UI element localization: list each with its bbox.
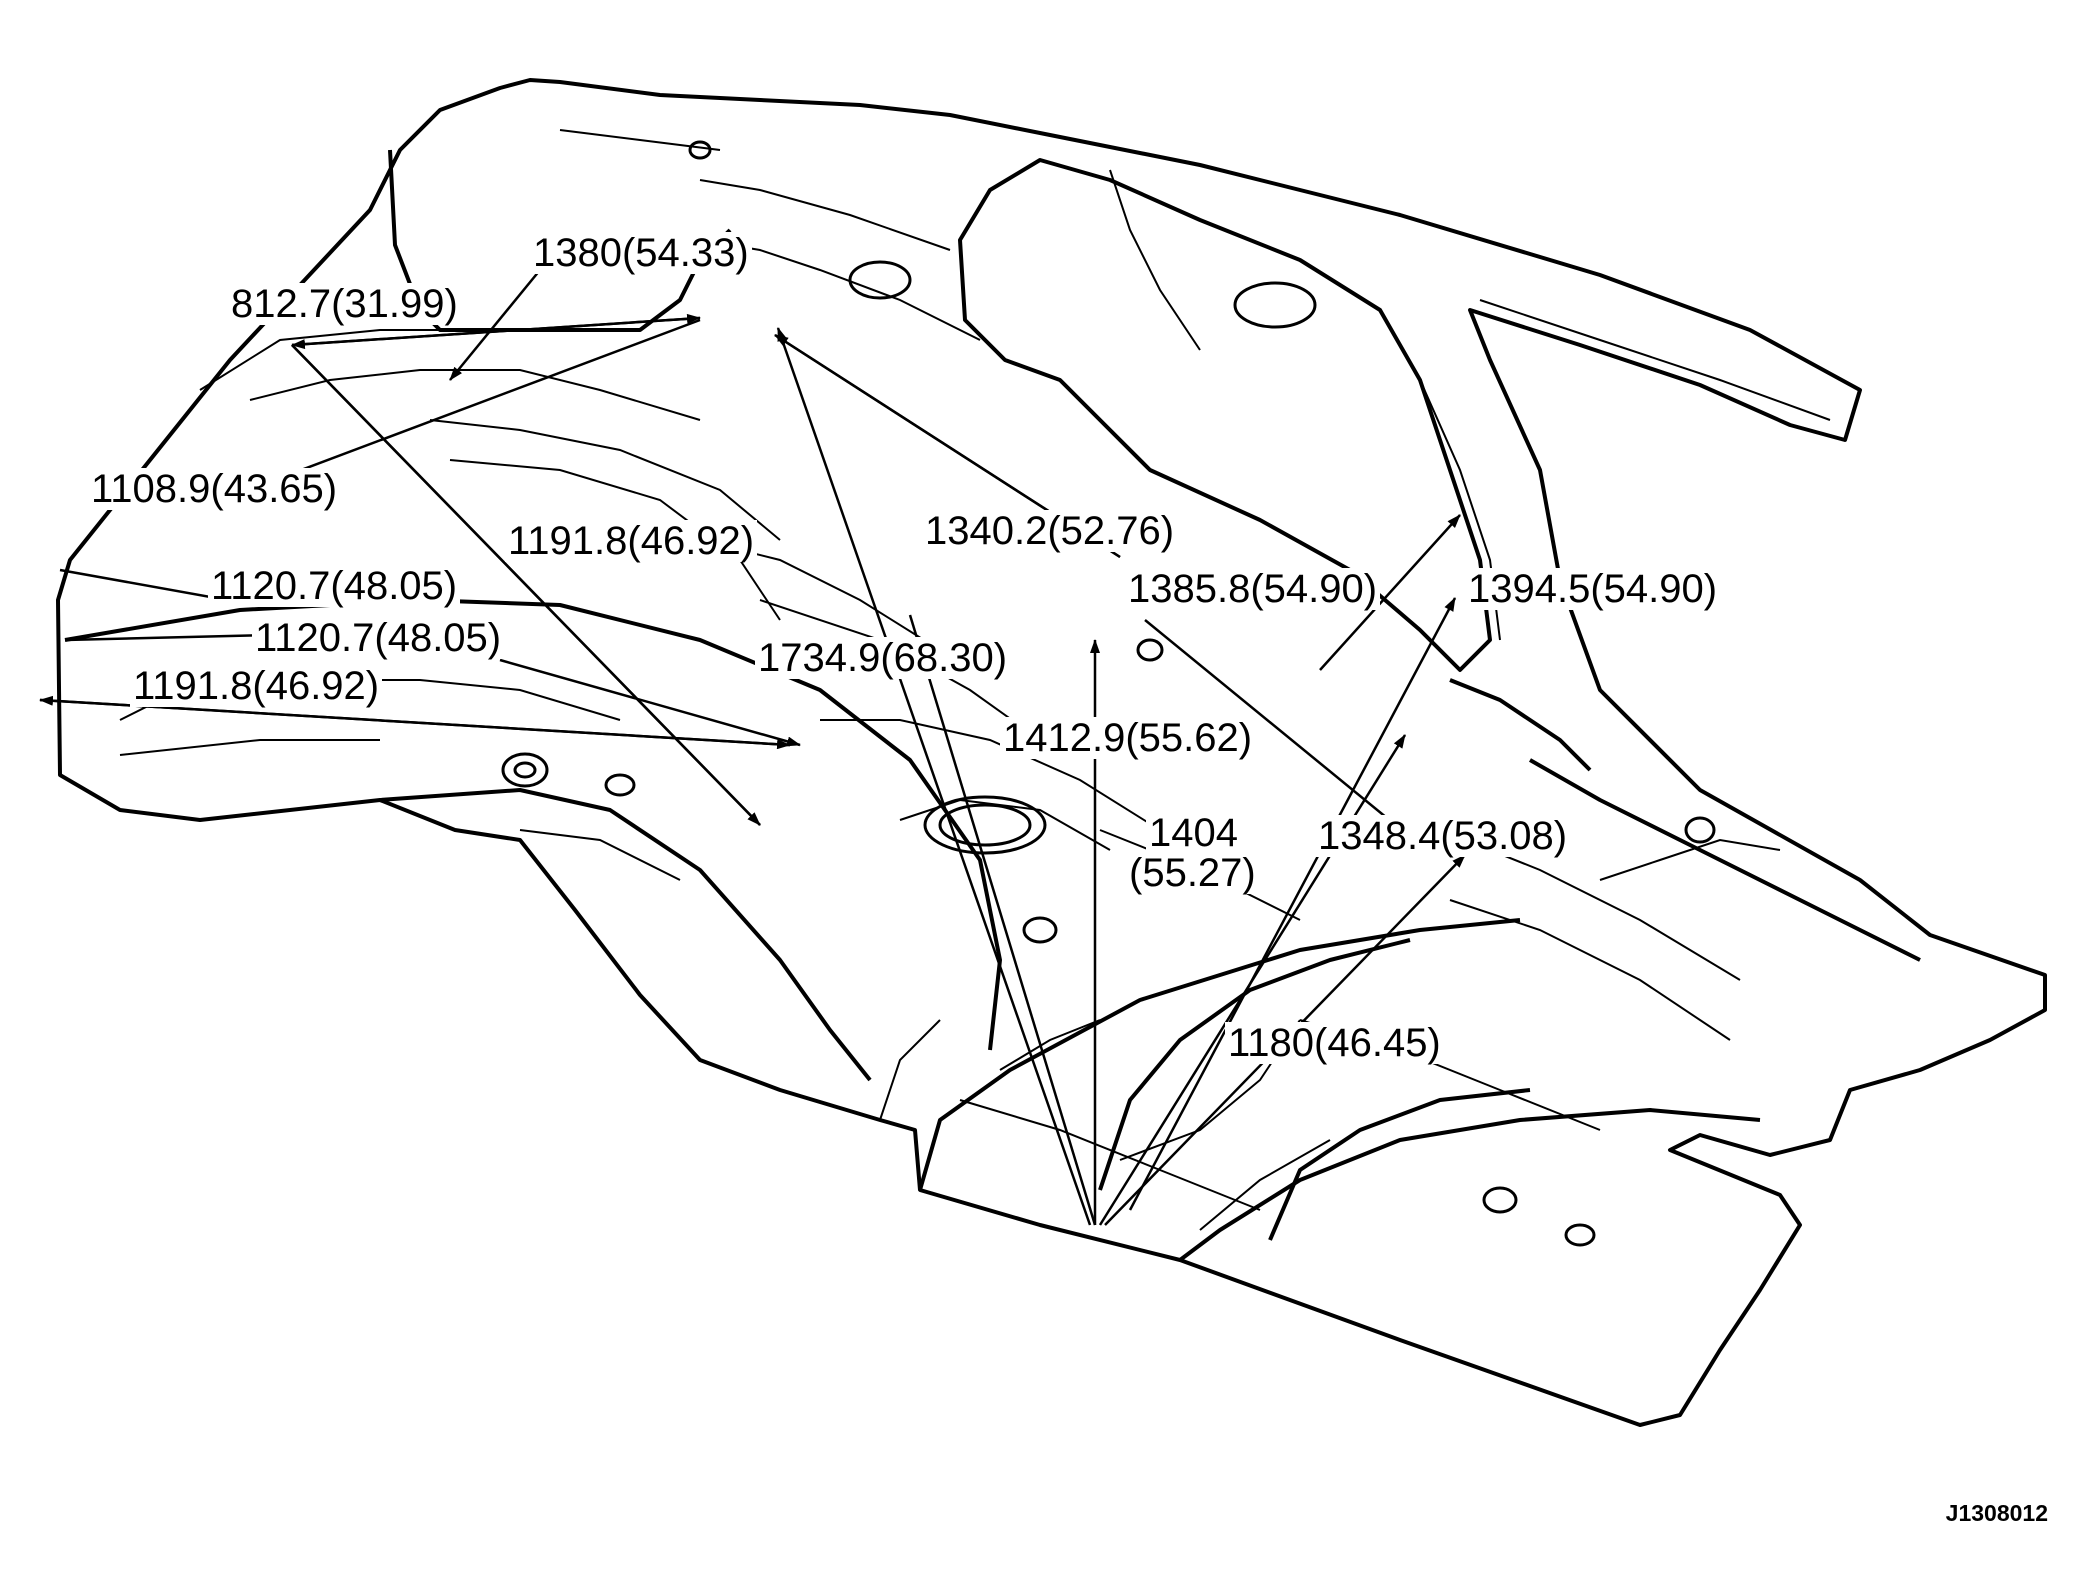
dim-line-1120-b (64, 633, 271, 642)
dimension-label-1348: 1348.4(53.08) (1315, 815, 1571, 857)
dim-line-1380 (449, 269, 541, 381)
dimension-label-1180: 1180(46.45) (1225, 1022, 1444, 1064)
figure-id: J1308012 (1945, 1500, 2048, 1526)
dimension-label-1404-value: 1404 (1146, 812, 1241, 854)
dim-line-1734 (776, 327, 1092, 1226)
dimension-label-1412: 1412.9(55.62) (1000, 717, 1256, 759)
dim-line-1120-c (499, 658, 801, 747)
dim-line-1385 (1319, 514, 1461, 671)
dimension-label-1380: 1380(54.33) (530, 232, 752, 274)
body-holes (501, 140, 1716, 1247)
dimension-label-812: 812.7(31.99) (228, 283, 461, 325)
dim-line-812b (291, 313, 701, 347)
dimension-label-1108: 1108.9(43.65) (88, 468, 341, 510)
dimension-label-1191-upper: 1191.8(46.92) (505, 520, 758, 562)
dim-line-1191-bot-b (39, 695, 791, 747)
dimension-label-1120-lower: 1120.7(48.05) (252, 617, 505, 659)
dim-line-1394 (1128, 597, 1457, 1211)
dimension-label-1385: 1385.8(54.90) (1125, 568, 1381, 610)
dimension-label-1191-lower: 1191.8(46.92) (130, 665, 383, 707)
dimension-label-1120-upper: 1120.7(48.05) (208, 565, 461, 607)
dimension-label-1340: 1340.2(52.76) (922, 510, 1178, 552)
dim-line-1191-top-b (291, 344, 761, 826)
dim-line-1340-long (908, 614, 1097, 1226)
dimension-label-1404-inches: (55.27) (1126, 852, 1259, 894)
dim-line-1404 (1098, 734, 1407, 1226)
dim-line-1108 (247, 318, 701, 492)
dim-line-1348 (1144, 619, 1421, 846)
dimension-label-1734: 1734.9(68.30) (755, 637, 1011, 679)
dimension-label-1394: 1394.5(54.90) (1465, 568, 1721, 610)
